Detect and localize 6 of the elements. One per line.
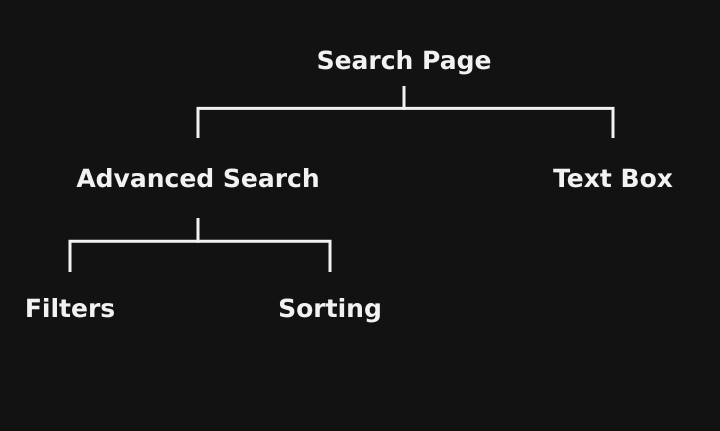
node-label: Text Box bbox=[553, 164, 673, 192]
node-label: Filters bbox=[24, 294, 116, 322]
connector-line bbox=[402, 86, 614, 138]
node-label: Advanced Search bbox=[76, 164, 320, 192]
node-label: Sorting bbox=[278, 294, 382, 322]
node-label: Search Page bbox=[316, 46, 492, 74]
